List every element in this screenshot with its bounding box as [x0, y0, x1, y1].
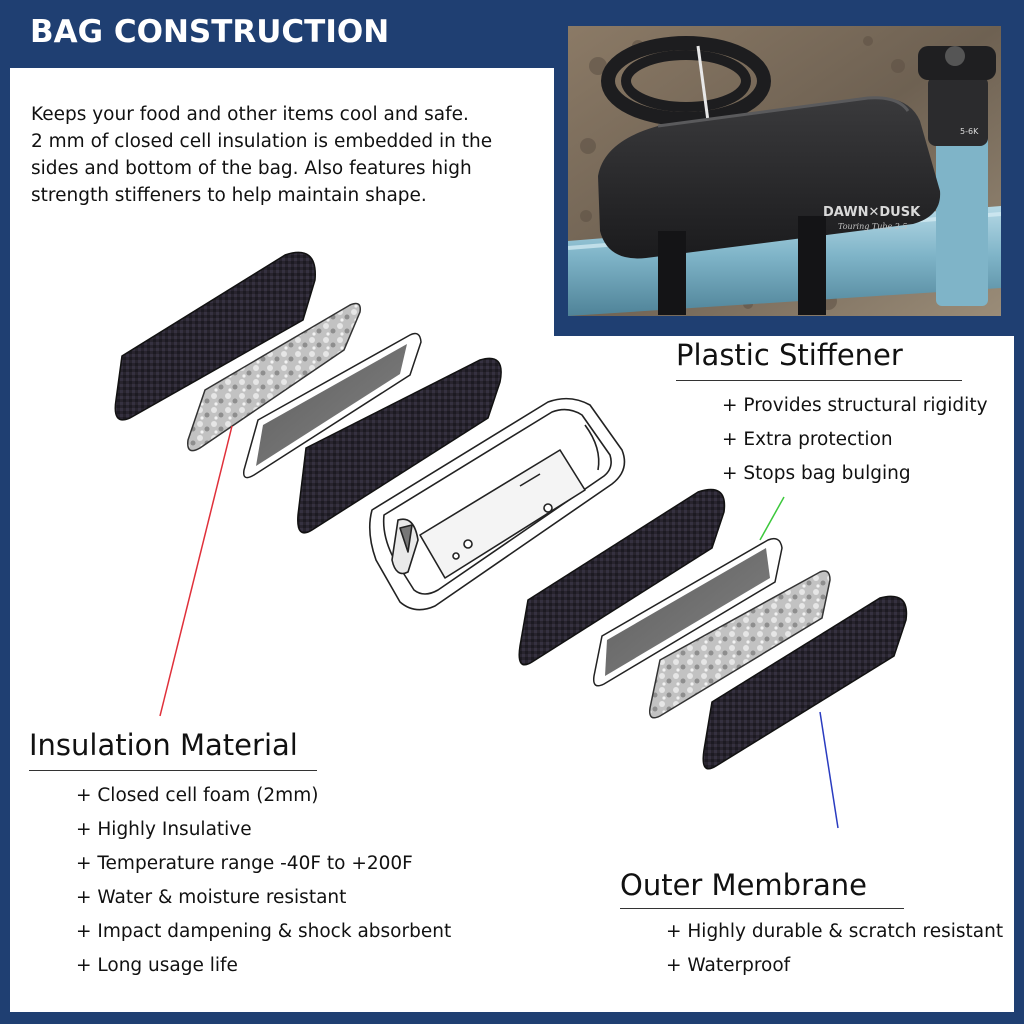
outer-membrane-list: Highly durable & scratch resistant Water…	[666, 915, 1003, 983]
head-tube: 5-6K	[918, 46, 996, 306]
plastic-stiffener-heading: Plastic Stiffener	[676, 338, 903, 372]
insulation-material-list: Closed cell foam (2mm) Highly Insulative…	[76, 779, 451, 983]
intro-line: sides and bottom of the bag. Also featur…	[31, 158, 472, 179]
list-item: Waterproof	[666, 949, 1003, 983]
intro-line: 2 mm of closed cell insulation is embedd…	[31, 131, 493, 152]
outer-membrane-heading: Outer Membrane	[620, 868, 867, 902]
intro-text: Keeps your food and other items cool and…	[31, 101, 551, 209]
list-item: Highly durable & scratch resistant	[666, 915, 1003, 949]
list-item: Highly Insulative	[76, 813, 451, 847]
list-item: Water & moisture resistant	[76, 881, 451, 915]
insulation-material-heading: Insulation Material	[29, 728, 298, 762]
bag-brand: DAWN✕DUSK	[823, 205, 921, 220]
intro-line: Keeps your food and other items cool and…	[31, 104, 469, 125]
stem-text: 5-6K	[960, 127, 979, 136]
inner-tube-coil	[601, 36, 771, 126]
page-title: BAG CONSTRUCTION	[30, 14, 390, 50]
insulation-material-rule	[29, 770, 317, 771]
bag-model: Touring Tube 2.5	[838, 222, 908, 231]
intro-line: strength stiffeners to help maintain sha…	[31, 185, 427, 206]
plastic-stiffener-rule	[676, 380, 962, 381]
list-item: Impact dampening & shock absorbent	[76, 915, 451, 949]
outer-membrane-rule	[620, 908, 904, 909]
list-item: Stops bag bulging	[722, 457, 988, 491]
plastic-stiffener-list: Provides structural rigidity Extra prote…	[722, 389, 988, 491]
list-item: Provides structural rigidity	[722, 389, 987, 423]
list-item: Temperature range -40F to +200F	[76, 847, 451, 881]
list-item: Extra protection	[722, 423, 988, 457]
list-item: Long usage life	[76, 949, 451, 983]
list-item: Closed cell foam (2mm)	[76, 779, 451, 813]
product-photo: 5-6K DAWN✕DUSK Touring Tube 2.5	[568, 26, 1001, 316]
bag-body: DAWN✕DUSK Touring Tube 2.5	[598, 96, 941, 315]
